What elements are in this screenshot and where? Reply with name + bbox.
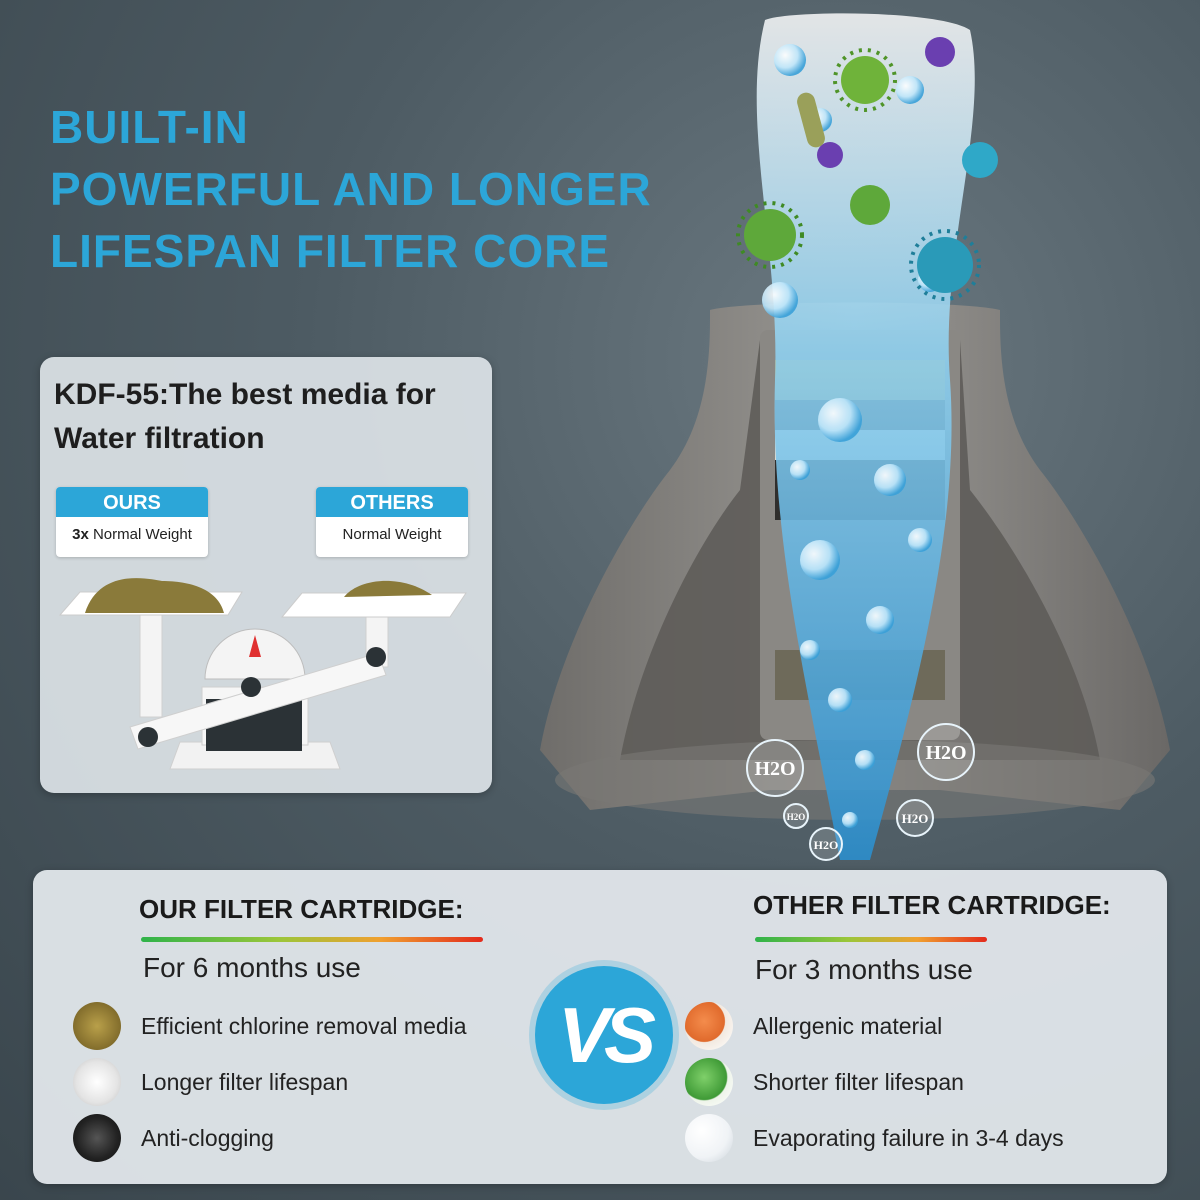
h2o-label-small-bottom: H2O [814, 838, 839, 852]
others-weight-label: Normal Weight [342, 526, 442, 543]
headline-line-3: LIFESPAN FILTER CORE [50, 225, 611, 277]
filter-core-illustration: H2O H2O H2O H2O H2O [520, 0, 1200, 880]
ours-item-2-label: Longer filter lifespan [141, 1068, 349, 1095]
headline-line-2: POWERFUL AND LONGER [50, 163, 652, 215]
h2o-label-tiny: H2O [787, 812, 806, 822]
ours-item-1-label: Efficient chlorine removal media [141, 1012, 467, 1039]
balance-scale-graphic [58, 578, 467, 770]
others-gradient-bar [755, 937, 987, 942]
ours-weight-card: OURS 3x Normal Weight [56, 487, 208, 557]
ours-item-2: Longer filter lifespan [73, 1058, 348, 1106]
ours-item-3: Anti-clogging [73, 1114, 274, 1162]
headline-line-1: BUILT-IN [50, 101, 249, 153]
h2o-label-small-right: H2O [902, 811, 929, 826]
others-weight-card: OTHERS Normal Weight [316, 487, 468, 557]
others-item-2: Shorter filter lifespan [685, 1058, 964, 1106]
ours-duration: For 6 months use [143, 952, 361, 983]
ours-column-title: OUR FILTER CARTRIDGE: [139, 894, 464, 924]
filter-housing-graphic: H2O H2O H2O H2O H2O [540, 13, 1170, 861]
others-item-1-label: Allergenic material [753, 1012, 943, 1039]
black-granules-icon [73, 1114, 121, 1162]
others-item-1: Allergenic material [685, 1002, 942, 1050]
ours-item-1: Efficient chlorine removal media [73, 1002, 467, 1050]
others-duration: For 3 months use [755, 954, 973, 985]
kdf-info-panel: KDF-55:The best media for Water filtrati… [40, 357, 492, 793]
h2o-label-left: H2O [754, 758, 795, 780]
others-item-2-label: Shorter filter lifespan [753, 1068, 964, 1095]
brown-granules-icon [73, 1002, 121, 1050]
orange-balls-icon [685, 1002, 733, 1050]
ours-header: OURS [56, 487, 208, 517]
others-header: OTHERS [316, 487, 468, 517]
comparison-panel: OUR FILTER CARTRIDGE: For 6 months use E… [33, 870, 1167, 1184]
white-spheres-icon [685, 1114, 733, 1162]
ours-weight-label: Normal Weight [92, 526, 192, 543]
vs-badge: VS [535, 966, 673, 1104]
ours-multiplier: 3x [72, 526, 89, 543]
ours-item-3-label: Anti-clogging [141, 1124, 274, 1151]
green-beads-icon [685, 1058, 733, 1106]
headline: BUILT-IN POWERFUL AND LONGER LIFESPAN FI… [50, 96, 652, 282]
ours-gradient-bar [141, 937, 483, 942]
others-column-title: OTHER FILTER CARTRIDGE: [753, 890, 1111, 920]
h2o-molecules: H2O H2O H2O H2O H2O [746, 723, 975, 861]
others-item-3: Evaporating failure in 3-4 days [685, 1114, 1064, 1162]
kdf-title: KDF-55:The best media for Water filtrati… [54, 378, 436, 455]
white-beads-icon [73, 1058, 121, 1106]
contaminants-graphic [736, 37, 998, 301]
h2o-label-right: H2O [925, 742, 966, 764]
others-item-3-label: Evaporating failure in 3-4 days [753, 1124, 1064, 1151]
